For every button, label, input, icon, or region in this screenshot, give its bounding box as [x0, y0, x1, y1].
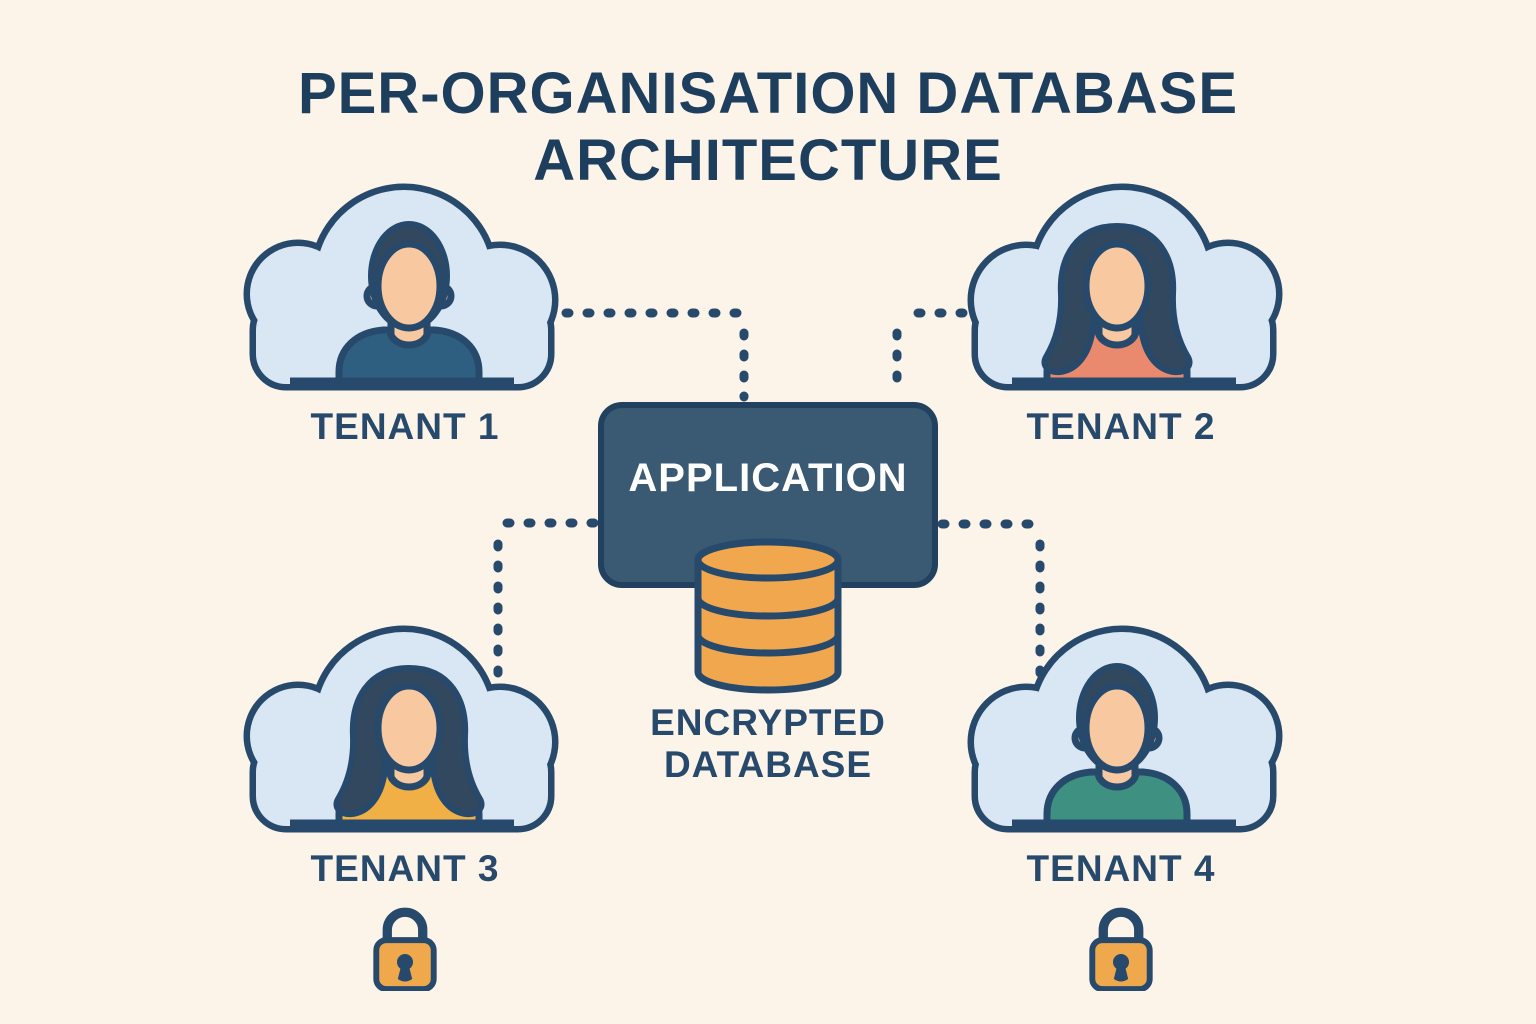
tenant-cloud: [243, 625, 559, 833]
person-avatar: [1041, 223, 1193, 384]
tenant-1-label: TENANT 1: [310, 406, 500, 447]
tenant-3-block: TENANT 3: [243, 624, 566, 996]
diagram-title-line2: ARCHITECTURE: [533, 128, 1003, 193]
database-icon: [694, 538, 842, 694]
tenant-cloud: [243, 183, 559, 391]
tenant-4-cloud-slot: [960, 624, 1283, 839]
database-label-line1: ENCRYPTED: [650, 702, 886, 743]
tenant-3-lock: [244, 896, 566, 996]
person-avatar: [1043, 663, 1191, 826]
tenant-4-lock: [960, 896, 1282, 996]
database-label-line2: DATABASE: [663, 744, 873, 785]
tenant-2-label: TENANT 2: [1026, 406, 1216, 447]
tenant-2-block: TENANT 2: [960, 182, 1283, 448]
tenant-1-block: TENANT 1: [243, 182, 566, 448]
diagram-title: PER-ORGANISATION DATABASE ARCHITECTURE: [0, 60, 1536, 194]
tenant-1-cloud-slot: [243, 182, 566, 397]
tenant-4-label: TENANT 4: [1026, 848, 1216, 889]
diagram-title-line1: PER-ORGANISATION DATABASE: [297, 61, 1239, 126]
database-label: ENCRYPTED DATABASE: [568, 702, 968, 786]
application-label: APPLICATION: [628, 455, 908, 500]
person-avatar: [335, 221, 483, 384]
tenant-cloud: [967, 625, 1283, 833]
tenant-3-label: TENANT 3: [310, 848, 500, 889]
tenant-4-block: TENANT 4: [960, 624, 1283, 996]
tenant-3-cloud-slot: [243, 624, 566, 839]
person-avatar: [333, 665, 485, 826]
tenant-2-cloud-slot: [960, 182, 1283, 397]
lock-icon: [373, 907, 437, 993]
tenant-cloud: [967, 183, 1283, 391]
lock-icon: [1089, 907, 1153, 993]
